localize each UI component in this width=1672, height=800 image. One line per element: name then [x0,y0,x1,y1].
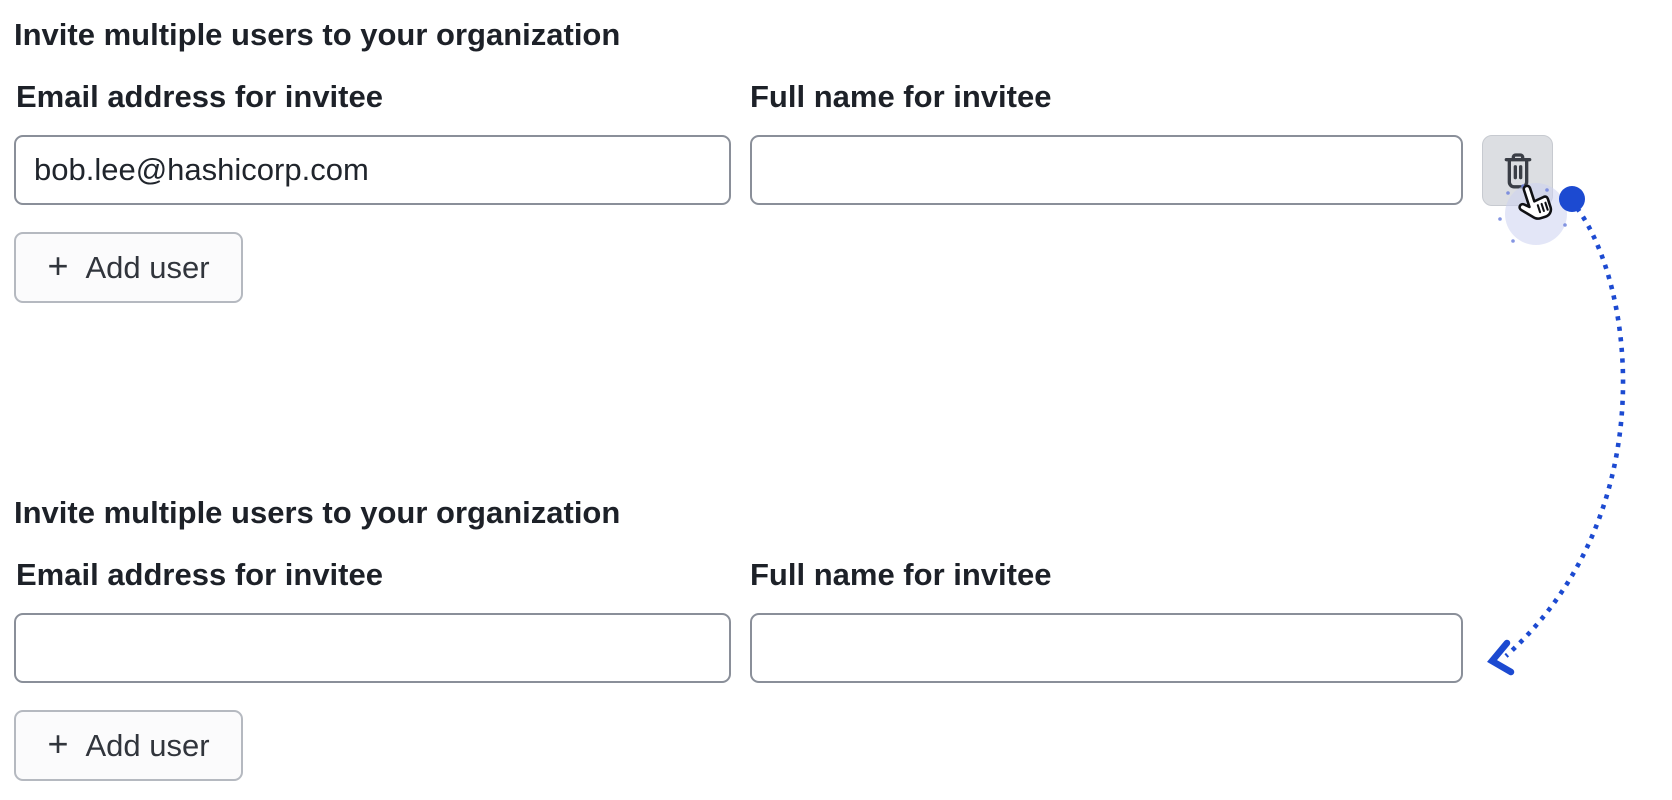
full-name-label: Full name for invitee [750,557,1052,592]
full-name-input[interactable] [750,135,1463,205]
invite-form-after: Invite multiple users to your organizati… [0,478,1672,800]
email-input[interactable] [14,135,731,205]
email-label: Email address for invitee [16,79,383,114]
trash-icon [1504,152,1531,188]
email-input[interactable] [14,613,731,683]
email-label: Email address for invitee [16,557,383,592]
add-user-button[interactable]: + Add user [14,232,243,303]
invite-form-before: Invite multiple users to your organizati… [14,17,1553,303]
delete-row-button[interactable] [1482,135,1553,206]
full-name-input[interactable] [750,613,1463,683]
plus-icon: + [47,244,69,286]
form-heading: Invite multiple users to your organizati… [14,17,621,52]
add-user-label: Add user [85,727,210,763]
add-user-button[interactable]: + Add user [14,710,243,781]
full-name-label: Full name for invitee [750,79,1052,114]
plus-icon: + [47,722,69,764]
form-heading: Invite multiple users to your organizati… [14,495,621,530]
add-user-label: Add user [85,249,210,285]
